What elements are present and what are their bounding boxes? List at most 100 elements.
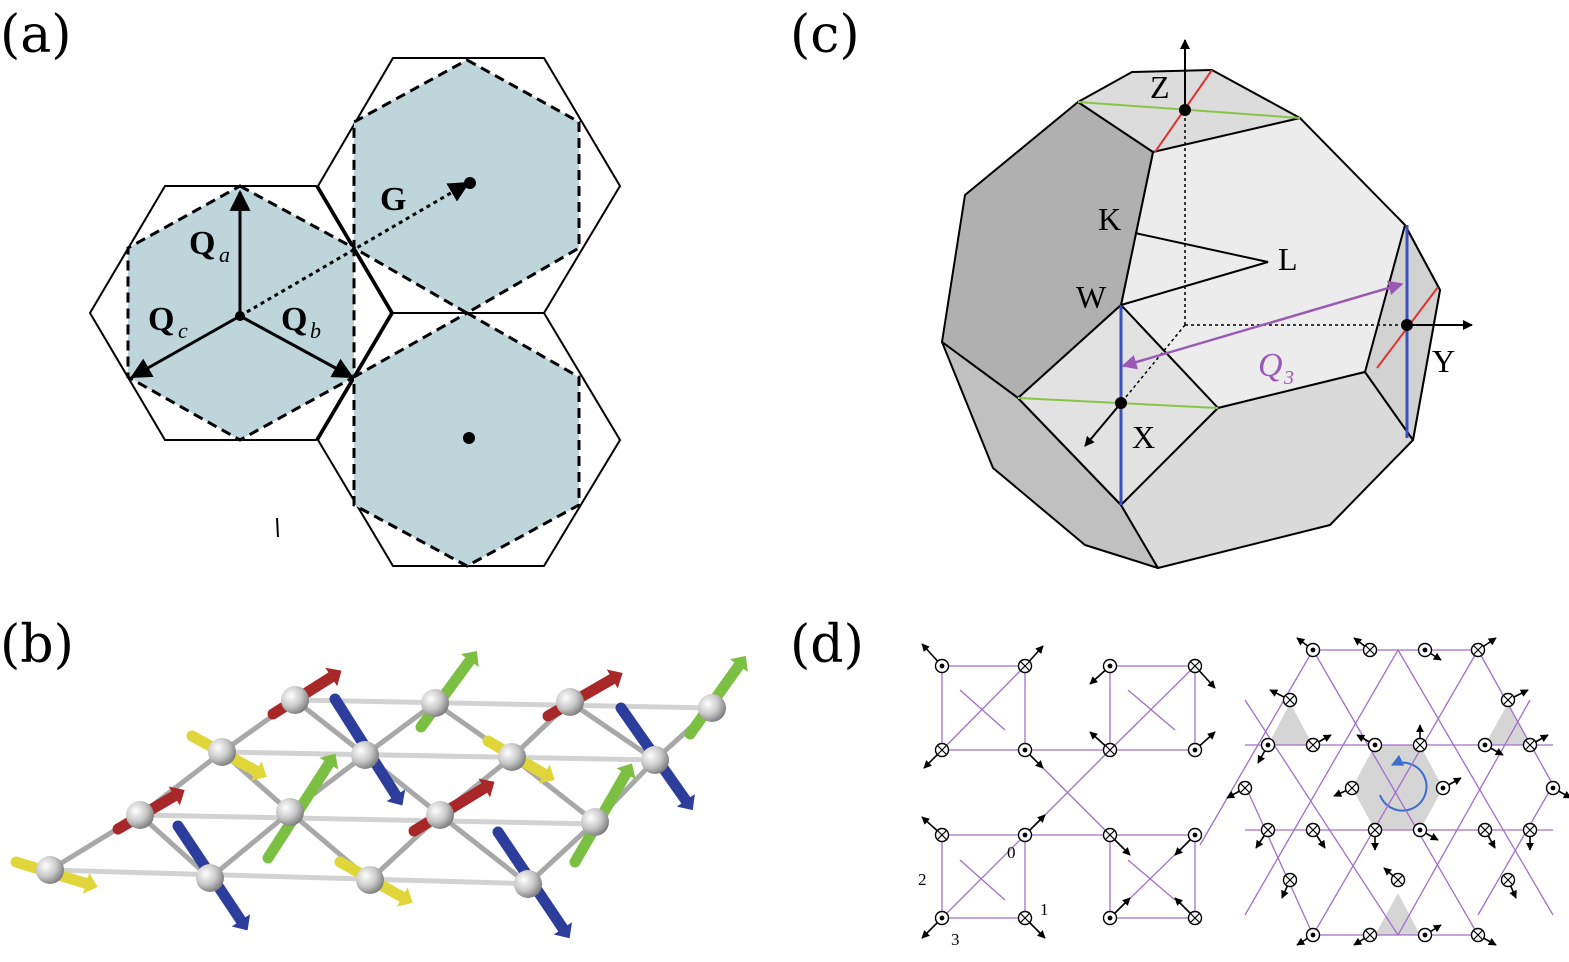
panel-b-letter: (b) <box>0 615 74 675</box>
lattice-bond <box>1312 649 1479 936</box>
spin-arrow-head <box>82 872 98 894</box>
lattice-bond <box>437 812 531 887</box>
lattice-bond <box>1244 784 1314 936</box>
site-cross <box>1190 913 1200 923</box>
site-cross <box>1480 825 1490 835</box>
label-Qa-sub: a <box>219 242 230 267</box>
lattice-bond <box>1199 649 1314 846</box>
panel-d: (d) 0 1 2 3 <box>790 615 1569 949</box>
lattice-site <box>281 686 309 714</box>
lattice-site <box>196 864 224 892</box>
spin-arrow-head <box>729 655 748 673</box>
site-label-1: 1 <box>1040 900 1049 919</box>
lattice-bond <box>1397 649 1554 916</box>
site-cross <box>1525 825 1535 835</box>
site-cross <box>1365 930 1375 940</box>
zone-center-dot <box>235 311 245 321</box>
label-Q3: Q <box>1258 347 1283 384</box>
lattice-bond <box>292 697 368 758</box>
q-vectors <box>130 181 470 379</box>
site-dot <box>1482 742 1488 748</box>
site-cross <box>1365 645 1375 655</box>
lattice-site <box>556 688 584 716</box>
lattice-site <box>356 866 384 894</box>
lattice-bond <box>941 665 1026 751</box>
lattice-site <box>36 856 64 884</box>
site-cross <box>1105 830 1115 840</box>
site-cross <box>1503 695 1513 705</box>
lattice-bond <box>1477 649 1554 786</box>
site-label-3: 3 <box>951 930 960 949</box>
lattice-bond <box>1244 649 1399 916</box>
lattice-site <box>641 746 669 774</box>
site-dot <box>1550 785 1556 791</box>
lattice-bond <box>1397 699 1531 936</box>
lattice-bond <box>137 812 213 881</box>
checkerboard-lattice <box>921 643 1216 939</box>
lattice-site <box>421 689 449 717</box>
site-dot <box>1440 785 1446 791</box>
panel-a-letter: (a) <box>0 5 72 65</box>
spin-arrow-head <box>386 789 406 806</box>
lattice-bond <box>959 859 1006 901</box>
kagome-lattice <box>1199 637 1569 946</box>
lattice-bond <box>362 700 438 758</box>
spin-arrow-head <box>538 764 555 784</box>
lattice-site <box>208 738 236 766</box>
site-dot <box>1310 932 1316 938</box>
spin-lattice <box>10 650 748 939</box>
g-endpoint-dot <box>464 177 476 189</box>
site-cross <box>1020 913 1030 923</box>
panel-a: (a) G Q a Q c Q b <box>0 5 622 568</box>
site-dot <box>1310 647 1316 653</box>
site-cross <box>1525 740 1535 750</box>
lattice-site <box>498 743 526 771</box>
site-cross <box>1503 875 1513 885</box>
site-dot <box>1192 747 1198 753</box>
spin-arrow-head <box>325 667 342 687</box>
label-L: L <box>1278 241 1298 277</box>
lattice-rail <box>219 749 658 763</box>
site-cross <box>1285 875 1295 885</box>
rotation-arrow <box>1379 754 1428 812</box>
site-cross <box>1285 695 1295 705</box>
shaded-hexagon <box>1352 745 1443 830</box>
panel-c-letter: (c) <box>790 5 860 65</box>
site-dot <box>1417 827 1423 833</box>
truncated-octahedron <box>941 69 1441 569</box>
spin-arrow-head <box>553 922 573 939</box>
site-cross <box>1190 661 1200 671</box>
site-cross <box>1105 745 1115 755</box>
site-dot <box>939 663 945 669</box>
site-dot <box>1022 747 1028 753</box>
lattice-bond <box>941 834 1026 919</box>
lattice-site <box>581 808 609 836</box>
spin-arrow-head <box>478 778 495 798</box>
lattice-bond <box>959 689 1006 731</box>
lattice-bond <box>1127 689 1176 731</box>
g-arrow <box>239 181 470 318</box>
lattice-site <box>276 798 304 826</box>
lattice-site <box>698 694 726 722</box>
spin-arrow-head <box>319 753 339 770</box>
site-dot <box>1422 932 1428 938</box>
x-axis <box>1084 402 1122 447</box>
label-Z: Z <box>1150 69 1170 105</box>
lattice-site <box>514 870 542 898</box>
site-cross <box>937 830 947 840</box>
lattice-rail <box>47 867 543 887</box>
shaded-triangle <box>1375 893 1420 935</box>
lattice-bond <box>567 699 658 763</box>
point-Y <box>1401 319 1413 331</box>
spin-arrow-head <box>606 669 623 689</box>
point-Z <box>1179 104 1191 116</box>
lattice-rail <box>137 812 598 827</box>
site-cross <box>1263 825 1273 835</box>
stray-mark <box>276 517 279 538</box>
site-dot <box>1192 832 1198 838</box>
spin-arrow-head <box>460 650 479 668</box>
site-cross <box>1020 661 1030 671</box>
spin-arrow-head <box>250 761 267 781</box>
label-X: X <box>1132 419 1155 455</box>
